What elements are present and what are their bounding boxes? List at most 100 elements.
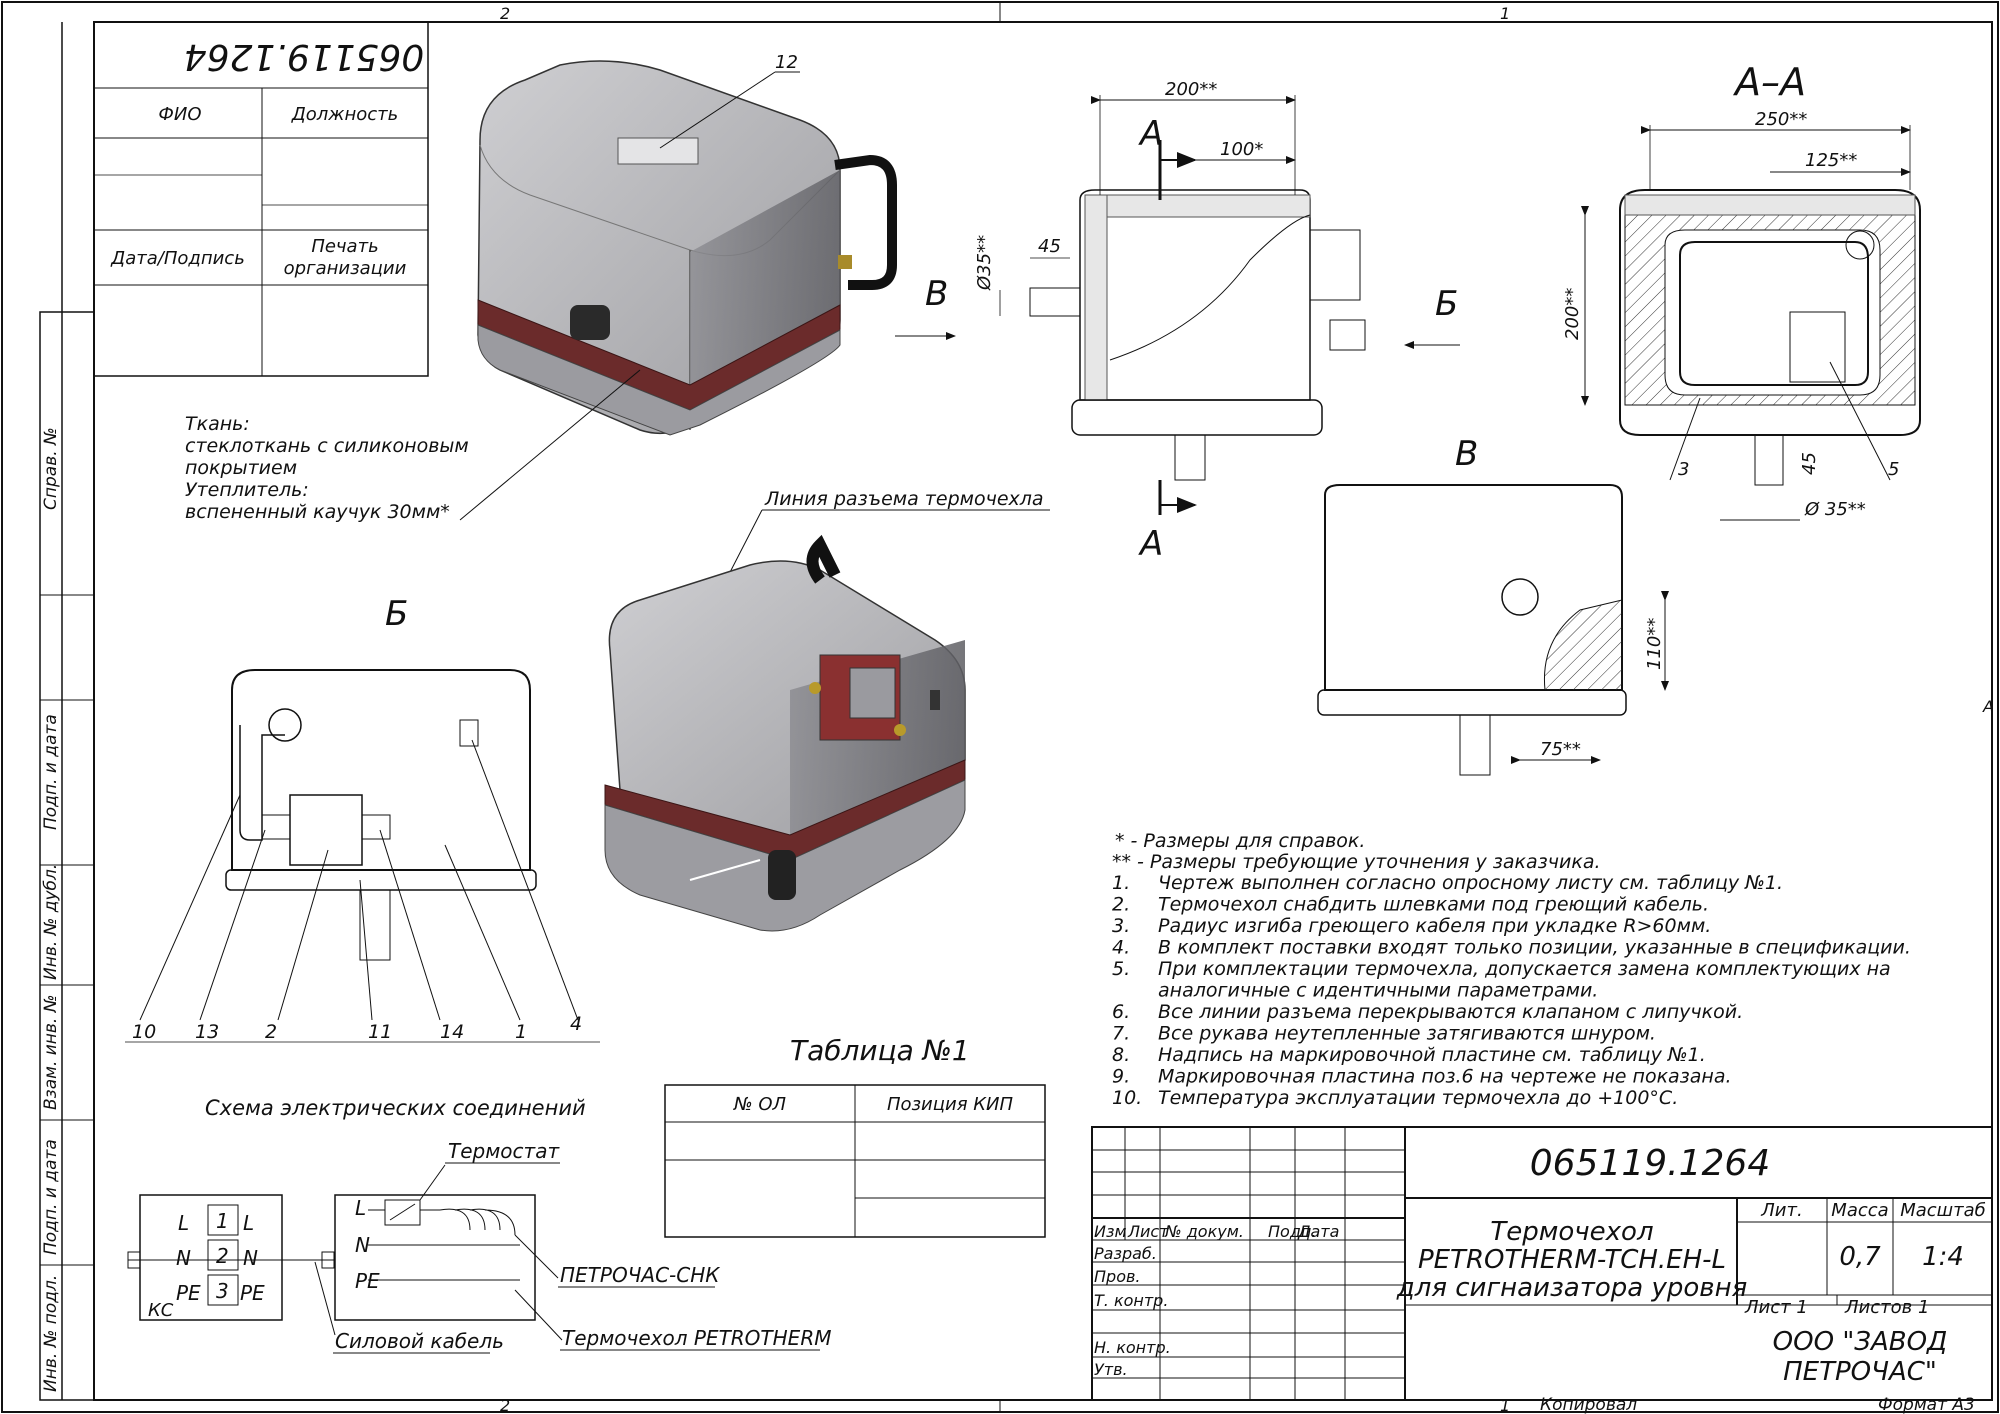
sch-cable: ПЕТРОЧАС-СНК [560, 1263, 720, 1287]
table1-col1: № ОЛ [733, 1094, 787, 1115]
sch-L2: L [243, 1211, 254, 1235]
dim-front-diam: Ø35** [974, 235, 995, 291]
tb-massa: Масса [1831, 1200, 1888, 1221]
callout-b-4: 4 [570, 1013, 582, 1035]
material-line1: Ткань: [185, 413, 250, 435]
cut-a-bottom: А [1138, 524, 1163, 564]
stamp-date-sign: Дата/Подпись [110, 248, 245, 269]
callout-b-1: 1 [515, 1021, 527, 1043]
callout-b-14: 14 [440, 1021, 464, 1043]
view-b: В 110** 75** [1317, 434, 1669, 776]
callout-b-11: 11 [368, 1021, 392, 1043]
callout-pos5: 5 [1888, 459, 1899, 480]
sch-N3: N [355, 1233, 370, 1257]
callout-b-13: 13 [195, 1021, 219, 1043]
note-number: 1. [1112, 872, 1130, 894]
tb-sheets: Листов 1 [1844, 1297, 1929, 1318]
zone-bottom-right: 1 [1500, 1396, 1510, 1414]
sch-PE: PE [176, 1281, 201, 1305]
schematic-title: Схема электрических соединений [205, 1096, 586, 1120]
tb-ndokum: № докум. [1164, 1222, 1244, 1241]
note-text: Радиус изгиба греющего кабеля при укладк… [1158, 915, 1711, 937]
side-strip: Справ. № Подп. и дата Инв. № дубл. Взам.… [39, 22, 95, 1401]
tb-title-1: Термочехол [1490, 1217, 1653, 1247]
sch-power: Силовой кабель [335, 1329, 504, 1353]
zone-side: A [1982, 697, 1994, 716]
tb-nkontr: Н. контр. [1094, 1338, 1171, 1357]
tb-drawing-number: 065119.1264 [1530, 1143, 1771, 1184]
stamp-seal-2: организации [284, 258, 407, 279]
callout-pos12: 12 [775, 52, 798, 73]
tb-company-1: ООО "ЗАВОД [1773, 1327, 1948, 1357]
callout-split-line: Линия разъема термочехла [764, 488, 1044, 510]
sch-PE2: PE [240, 1281, 265, 1305]
callout-b-2: 2 [265, 1021, 277, 1043]
dim-b-height: 110** [1644, 618, 1665, 670]
section-aa: А–А 250** 125** 200** 45 Ø 35** 3 5 [1562, 60, 1921, 521]
material-line3: покрытием [185, 457, 297, 479]
dim-aa-half: 125** [1805, 150, 1857, 171]
note-text: аналогичные с идентичными параметрами. [1158, 980, 1598, 1002]
tb-mass-value: 0,7 [1839, 1242, 1881, 1272]
note-text: В комплект поставки входят только позици… [1158, 937, 1911, 959]
sch-KC: КС [148, 1300, 174, 1321]
callout-b-10: 10 [132, 1021, 156, 1043]
dim-aa-diam: Ø 35** [1804, 499, 1866, 520]
note-number: 7. [1112, 1023, 1130, 1045]
approval-stamp: 065119.1264 ФИО Должность Дата/Подпись П… [93, 21, 429, 377]
stamp-fio: ФИО [158, 104, 201, 125]
sch-cover: Термочехол PETROTHERM [562, 1326, 831, 1350]
sch-t3: 3 [216, 1279, 229, 1303]
stamp-position: Должность [291, 104, 399, 125]
view-bb: Б 10 13 2 11 14 1 4 [125, 594, 600, 1043]
note-number: 3. [1112, 915, 1130, 937]
note-text: Температура эксплуатации термочехла до +… [1158, 1087, 1678, 1109]
electrical-schematic: Схема электрических соединений L N PE 1 … [127, 1096, 831, 1354]
tb-masshtab: Масштаб [1900, 1200, 1986, 1221]
tb-copied: Копировал [1540, 1395, 1637, 1414]
table-1: Таблица №1 № ОЛ Позиция КИП [664, 1034, 1046, 1238]
dim-front-45: 45 [1038, 236, 1061, 257]
tb-podp: Подп. [1268, 1222, 1316, 1241]
dim-aa-height: 200** [1562, 288, 1583, 340]
strip-inv-dubl: Инв. № дубл. [41, 864, 61, 980]
sch-PE3: PE [355, 1269, 380, 1293]
note-number: 9. [1112, 1066, 1130, 1088]
strip-podp-data-1: Подп. и дата [41, 714, 61, 830]
section-aa-title: А–А [1732, 60, 1806, 104]
note-text: Надпись на маркировочной пластине см. та… [1158, 1044, 1706, 1066]
tb-scale-value: 1:4 [1922, 1242, 1964, 1272]
note-text: Термочехол снабдить шлевками под греющий… [1158, 894, 1709, 916]
dim-b-width: 75** [1540, 739, 1581, 760]
note-number: 5. [1112, 958, 1130, 980]
material-line2: стеклоткань с силиконовым [185, 435, 469, 457]
title-block: Изм Лист № докум. Подп. Дата Разраб. Про… [1091, 1126, 1993, 1414]
sch-t2: 2 [216, 1244, 229, 1268]
strip-sprav: Справ. № [41, 427, 61, 510]
note-text: При комплектации термочехла, допускается… [1158, 958, 1891, 980]
view-bb-title: Б [385, 594, 408, 634]
view-arrow-v: В [925, 274, 948, 314]
note-number: 10. [1112, 1087, 1142, 1109]
strip-podp-data-2: Подп. и дата [41, 1139, 61, 1255]
stamp-seal-1: Печать [311, 236, 378, 257]
iso-view-top: 12 [459, 52, 897, 521]
note-number: 6. [1112, 1001, 1130, 1023]
material-line5: вспененный каучук 30мм* [185, 501, 450, 523]
iso-view-bottom: Линия разъема термочехла [604, 488, 1050, 932]
zone-bottom-left: 2 [500, 1396, 510, 1414]
table1-col2: Позиция КИП [887, 1094, 1014, 1115]
view-arrow-b: Б [1435, 284, 1458, 324]
note-text: Все линии разъема перекрываются клапаном… [1158, 1001, 1743, 1023]
tb-title-3: для сигнаизатора уровня [1396, 1273, 1747, 1303]
tb-title-2: PETROTHERM-TCH.EH-L [1418, 1245, 1726, 1275]
tb-tkontr: Т. контр. [1094, 1291, 1168, 1310]
note-star1: * - Размеры для справок. [1115, 830, 1365, 852]
tb-company-2: ПЕТРОЧАС" [1783, 1357, 1937, 1387]
tb-list: Лист [1127, 1222, 1169, 1241]
material-line4: Утеплитель: [185, 479, 309, 501]
strip-inv-podl: Инв. № подл. [41, 1275, 61, 1392]
material-note: Ткань: стеклоткань с силиконовым покрыти… [185, 413, 469, 523]
note-text: Маркировочная пластина поз.6 на чертеже … [1158, 1066, 1732, 1088]
